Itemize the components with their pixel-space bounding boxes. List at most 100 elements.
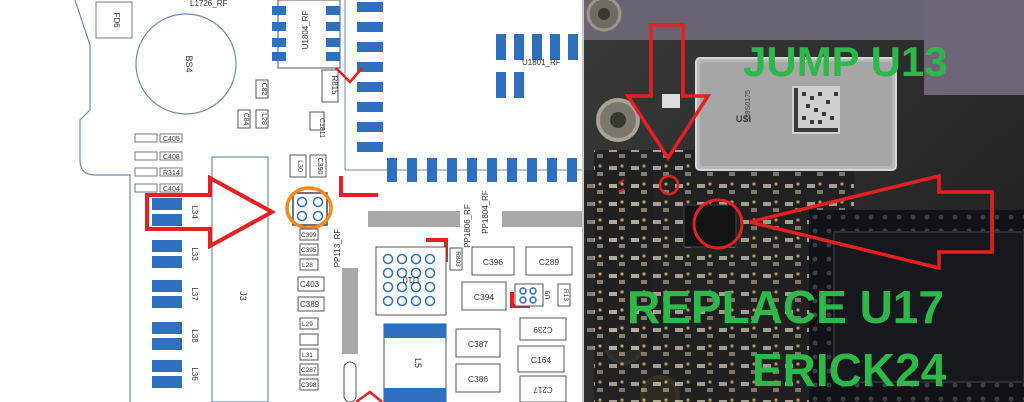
u10-balls	[382, 253, 436, 307]
l30-box	[289, 154, 307, 178]
caption-replace: REPLACE U17	[627, 281, 944, 333]
label-c217: C217	[533, 385, 553, 394]
c239-box	[519, 317, 567, 341]
label-c84: C84	[242, 113, 249, 126]
caption-author: ERICK24	[752, 344, 947, 396]
u13-balls	[296, 196, 324, 222]
c217-box	[519, 375, 567, 402]
c387-box	[455, 328, 501, 358]
l31-box	[299, 348, 319, 361]
c386-box	[455, 363, 501, 393]
label-c394: C394	[474, 292, 495, 302]
inductor-pads	[152, 198, 182, 388]
panel-divider	[582, 0, 584, 402]
u1801-grid-pads	[496, 34, 578, 98]
label-c386: C386	[468, 374, 489, 384]
c287a-box	[299, 333, 319, 346]
bs4-circle	[135, 13, 237, 115]
label-r803: R803	[454, 251, 461, 267]
label-c387: C387	[468, 339, 489, 349]
label-u10: U10	[403, 275, 420, 285]
label-u9: U9	[545, 290, 552, 299]
u9-balls	[519, 287, 537, 304]
j3-connector	[211, 156, 269, 402]
label-l29: L29	[302, 321, 313, 328]
jump-arrow	[624, 23, 712, 162]
cloth-right	[924, 0, 1024, 95]
label-c396: C396	[483, 257, 504, 267]
chip-marking-2: 339S0175	[745, 90, 752, 122]
board-photo: USI 339S0175	[584, 0, 1024, 402]
label-l1726: L1726_RF	[190, 0, 227, 8]
label-pp1806: PP1806_RF	[463, 204, 472, 248]
replace-arrow	[749, 173, 994, 271]
label-l30: L30	[296, 160, 303, 172]
chip-marking-1: USI	[736, 114, 751, 124]
label-c389: C389	[300, 300, 320, 309]
label-c239: C239	[533, 325, 553, 334]
label-bs4: BS4	[184, 55, 194, 72]
label-c403: C403	[300, 280, 320, 289]
label-l31: L31	[302, 352, 313, 359]
label-c399: C399	[301, 232, 317, 239]
c389-box	[297, 296, 325, 312]
u13-highlight-circle	[285, 186, 333, 230]
c289-box	[525, 246, 573, 276]
label-u1801: U1801_RF	[522, 58, 561, 67]
label-l34: L34	[190, 205, 199, 219]
pill-part	[343, 361, 357, 402]
label-r815: R815	[330, 75, 339, 95]
label-c395: C395	[301, 247, 317, 254]
c403-box	[297, 276, 325, 292]
u17-circle	[692, 198, 744, 250]
red-mark-top	[335, 67, 363, 84]
c399-box	[299, 228, 319, 241]
red-mark-bottom	[355, 390, 383, 402]
label-r314: R314	[163, 170, 180, 177]
component-field-left	[584, 170, 654, 350]
schematic-drawing: FD6 L1726_RF BS4 U1804_RF	[74, 0, 582, 402]
photo-drawing: USI 339S0175	[584, 0, 1024, 402]
c395-box	[299, 243, 319, 256]
dark-chip	[833, 231, 1024, 383]
label-j3: J3	[238, 291, 248, 301]
r803-box	[449, 247, 463, 271]
label-c82: C82	[260, 83, 267, 96]
red-tick	[618, 179, 625, 193]
schematic-panel: FD6 L1726_RF BS4 U1804_RF	[74, 0, 582, 402]
shield-bar-3	[342, 268, 358, 354]
label-c404: C404	[163, 186, 180, 193]
c82-box	[255, 79, 269, 99]
label-c405: C405	[163, 136, 180, 143]
shield-bar-1	[368, 211, 460, 227]
small-component	[662, 94, 680, 108]
l29-box	[299, 317, 319, 330]
label-pp113: PP113_RF	[333, 229, 342, 268]
label-c289: C289	[539, 257, 560, 267]
label-l28: L28	[302, 262, 313, 269]
l5-pad-bottom	[384, 388, 446, 402]
chip-datamatrix	[792, 86, 840, 134]
c396-box	[471, 246, 515, 276]
r13-box	[557, 283, 571, 307]
fd6-box	[95, 1, 133, 39]
u1804-pads	[272, 6, 340, 61]
label-c164: C164	[531, 355, 552, 365]
caption-jump: JUMP U13	[743, 38, 948, 85]
shield-bar-2	[502, 211, 582, 227]
c390-box	[309, 154, 327, 178]
u13-footprint	[292, 192, 328, 226]
c287-box	[299, 363, 319, 376]
label-l33: L33	[190, 247, 199, 261]
label-c390: C390	[316, 158, 323, 175]
c164-box	[517, 345, 565, 373]
label-c408: C408	[163, 154, 180, 161]
l28-box	[299, 258, 319, 271]
l28-top-box	[255, 109, 269, 129]
left-small-parts	[134, 133, 183, 193]
label-c287: C287	[301, 367, 317, 374]
c84-box	[237, 109, 251, 129]
c1811-box	[309, 111, 325, 131]
label-l36: L36	[190, 367, 199, 381]
